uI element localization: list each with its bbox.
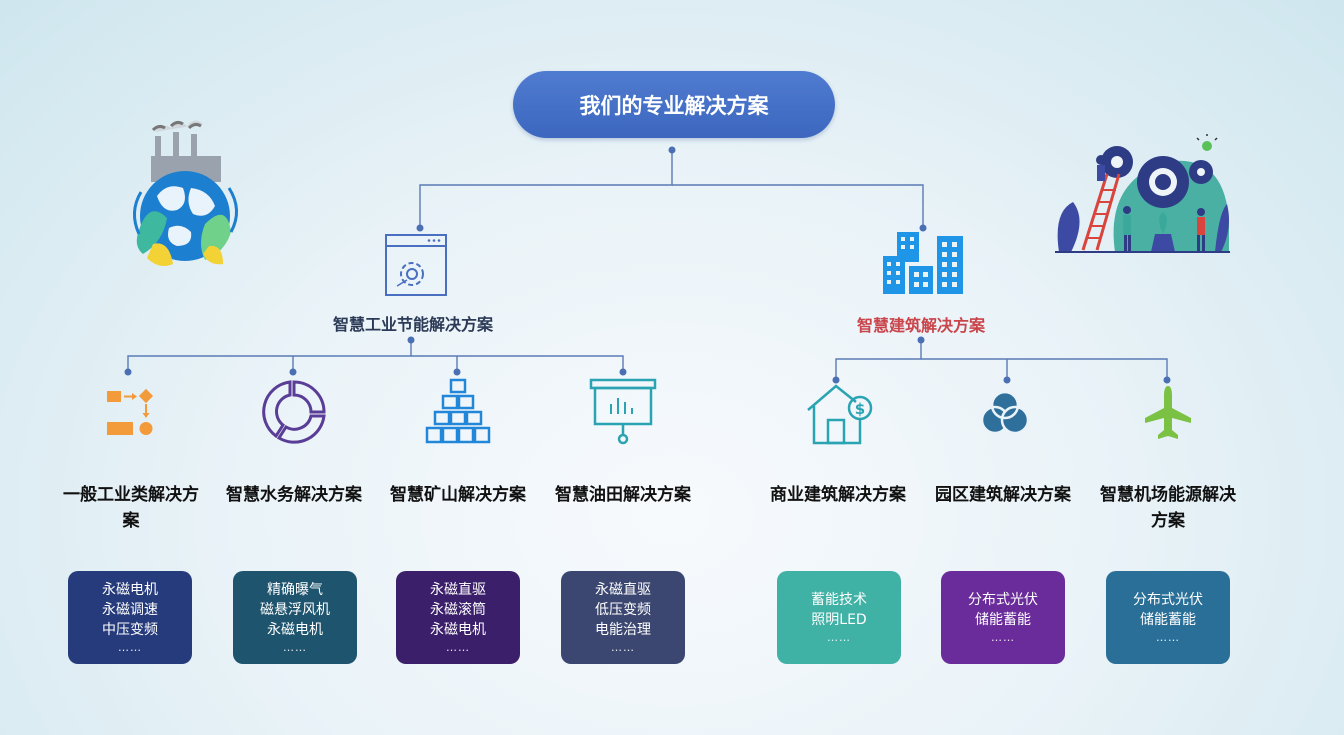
house-dollar-icon: $: [807, 384, 873, 445]
box-item: 电能治理: [595, 621, 651, 638]
box-more: ……: [283, 640, 307, 654]
solution-box-park-building[interactable]: 分布式光伏 储能蓄能 ……: [941, 571, 1065, 664]
box-more: ……: [991, 630, 1015, 644]
settings-window-icon: [385, 234, 447, 296]
box-item: 永磁电机: [102, 581, 158, 598]
category-industrial-label: 智慧工业节能解决方案: [332, 315, 494, 334]
box-more: ……: [118, 640, 142, 654]
main-title: 我们的专业解决方案: [513, 71, 835, 138]
box-more: ……: [827, 630, 851, 644]
box-item: 中压变频: [102, 621, 158, 638]
box-item: 永磁电机: [430, 621, 486, 638]
solution-box-mining[interactable]: 永磁直驱 永磁滚筒 永磁电机 ……: [396, 571, 520, 664]
solution-box-oilfield[interactable]: 永磁直驱 低压变频 电能治理 ……: [561, 571, 685, 664]
flowchart-icon: [107, 388, 154, 435]
box-more: ……: [1156, 630, 1180, 644]
solution-title-commercial-building: 商业建筑解决方案: [770, 485, 906, 505]
box-item: 永磁滚筒: [430, 601, 486, 618]
box-item: 储能蓄能: [975, 611, 1031, 628]
box-more: ……: [446, 640, 470, 654]
solution-title-oilfield: 智慧油田解决方案: [555, 485, 691, 505]
box-item: 分布式光伏: [968, 591, 1038, 608]
earth-factory-icon: [133, 120, 238, 266]
box-item: 照明LED: [811, 611, 867, 628]
solution-box-airport-energy[interactable]: 分布式光伏 储能蓄能 ……: [1106, 571, 1230, 664]
box-item: 永磁调速: [102, 601, 158, 618]
gears-team-icon: [1055, 134, 1230, 253]
box-item: 蓄能技术: [811, 591, 867, 608]
box-item: 储能蓄能: [1140, 611, 1196, 628]
airplane-icon: [1145, 386, 1191, 439]
solution-box-general-industry[interactable]: 永磁电机 永磁调速 中压变频 ……: [68, 571, 192, 664]
solution-title-general-industry: 一般工业类解决方案: [63, 485, 199, 531]
solution-title-airport-energy: 智慧机场能源解决方案: [1100, 485, 1236, 531]
box-more: ……: [611, 640, 635, 654]
box-item: 永磁电机: [267, 621, 323, 638]
box-item: 永磁直驱: [430, 581, 486, 598]
ring-chart-icon: [262, 380, 326, 444]
box-item: 分布式光伏: [1133, 591, 1203, 608]
solution-title-mining: 智慧矿山解决方案: [390, 485, 526, 505]
solution-title-park-building: 园区建筑解决方案: [935, 485, 1071, 505]
solution-title-water: 智慧水务解决方案: [226, 485, 362, 505]
svg-text:$: $: [855, 400, 865, 418]
venn-circles-icon: [980, 390, 1030, 435]
box-item: 永磁直驱: [595, 581, 651, 598]
solution-box-water[interactable]: 精确曝气 磁悬浮风机 永磁电机 ……: [233, 571, 357, 664]
box-item: 低压变频: [595, 601, 651, 618]
box-item: 磁悬浮风机: [260, 601, 330, 618]
city-buildings-icon: [883, 232, 963, 294]
box-item: 精确曝气: [267, 581, 323, 598]
solution-box-commercial-building[interactable]: 蓄能技术 照明LED ……: [777, 571, 901, 664]
presentation-board-icon: [589, 378, 657, 445]
stacked-bricks-icon: [425, 378, 491, 444]
category-building-label: 智慧建筑解决方案: [856, 316, 986, 335]
